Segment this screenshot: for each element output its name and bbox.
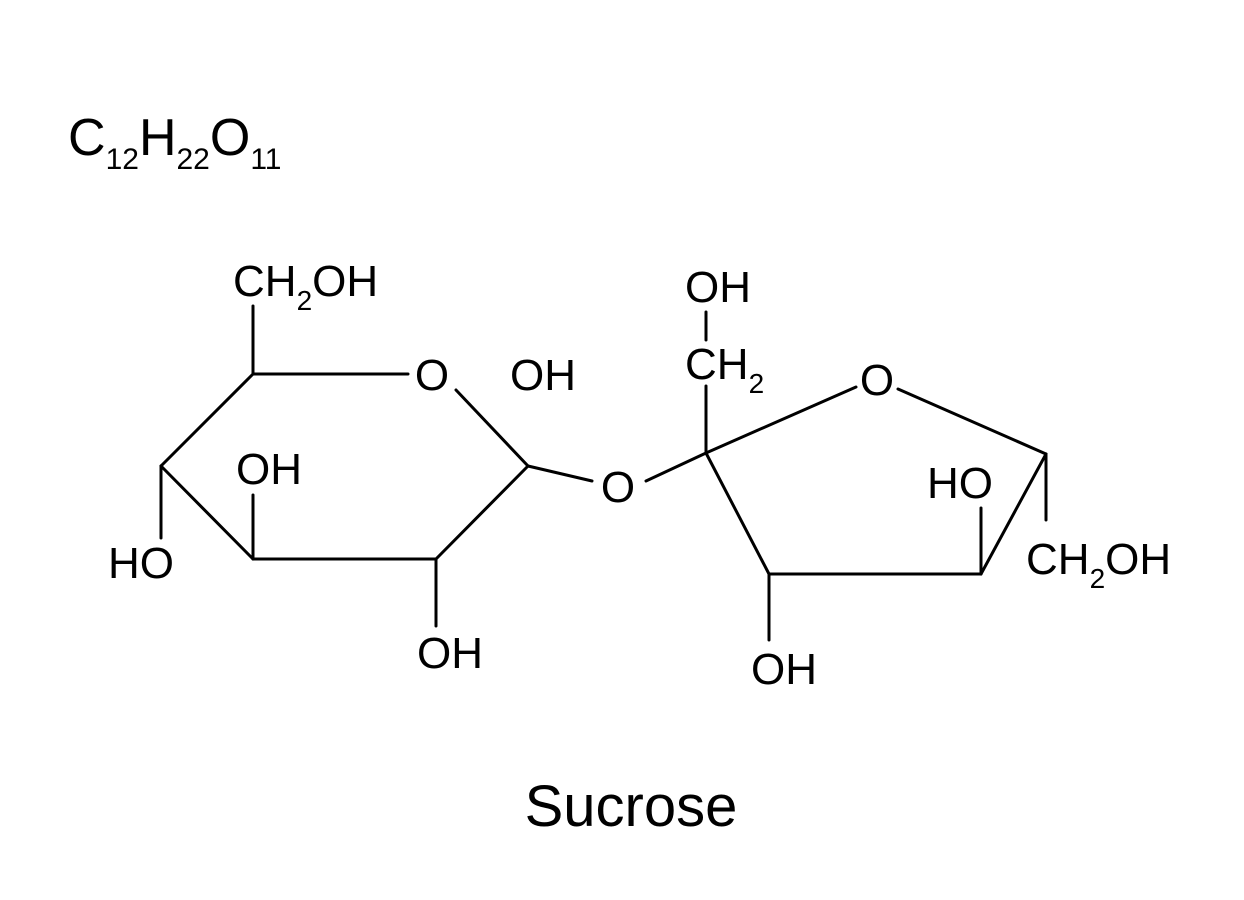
glucose-c3-oh-label: OH	[236, 445, 302, 494]
fructose-ch2-label: CH2	[685, 340, 764, 399]
fructose-ring-oxygen-label: O	[860, 356, 894, 405]
glucose-c2-oh-label: OH	[417, 629, 483, 678]
glycosidic-linkage	[526, 451, 708, 483]
fructose-c4-ho-label: HO	[927, 459, 993, 508]
bond-c4-c5	[159, 372, 255, 468]
glucose-ring	[159, 304, 530, 628]
bond-ring-o-c5prime	[896, 387, 1048, 456]
fructose-top-oh-label: OH	[685, 263, 751, 312]
bond-c3-c4	[159, 464, 255, 561]
molecular-formula: C12H22O11	[68, 109, 281, 176]
fructose-ring	[704, 310, 1048, 642]
bond-c1-c2	[434, 464, 530, 561]
bond-c1-glycosidic-o	[526, 464, 594, 483]
compound-name-caption: Sucrose	[525, 774, 738, 839]
fructose-ch2oh-label: CH2OH	[1026, 535, 1171, 594]
bond-c2prime-ring-o	[704, 385, 858, 455]
fructose-c3-oh-label: OH	[751, 645, 817, 694]
glucose-anomeric-oh-label: OH	[510, 351, 576, 400]
bond-c3prime-c2prime	[704, 451, 771, 576]
glucose-ch2oh-label: CH2OH	[233, 257, 378, 316]
bond-c5prime-c4prime	[979, 452, 1048, 576]
bond-o5-c1	[454, 388, 530, 468]
glucose-c4-ho-label: HO	[108, 539, 174, 588]
bond-glycosidic-o-c2prime	[644, 451, 708, 483]
glycosidic-oxygen-label: O	[601, 463, 635, 512]
glucose-ring-oxygen-label: O	[415, 351, 449, 400]
